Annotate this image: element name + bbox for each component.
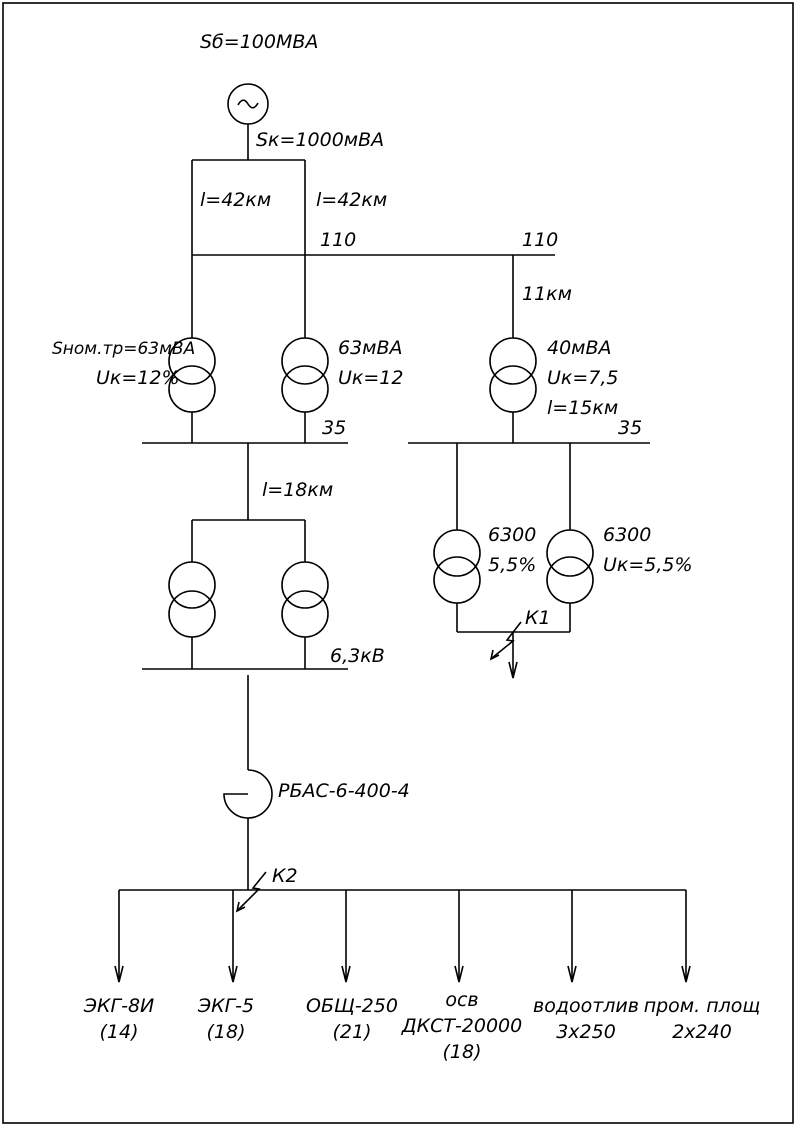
line-length-left: l=42км [200, 189, 271, 211]
bus-110-label-left: 110 [320, 229, 356, 251]
t6300-left-power: 6300 [488, 524, 536, 546]
transformer-6300-left [433, 529, 481, 604]
branch-line-length: 11км [522, 283, 572, 305]
t2-power-label: 63мВА [338, 337, 403, 359]
svg-text:ЭКГ-5: ЭКГ-5 [197, 995, 254, 1017]
transformer-t3 [489, 337, 537, 413]
t1-uk-label: Uк=12% [96, 367, 180, 389]
line-35-length: l=18км [262, 479, 333, 501]
base-power-label: Sб=100МВА [200, 31, 318, 53]
t6300-right-uk: Uк=5,5% [603, 554, 693, 576]
reactor-symbol [223, 769, 273, 819]
output-arrow-k1 [508, 632, 518, 679]
fault-k1-label: К1 [525, 607, 551, 629]
svg-text:(14): (14) [99, 1021, 138, 1043]
svg-text:ЭКГ-8И: ЭКГ-8И [83, 995, 155, 1017]
feeder-label-6: пром. площ 2x240 [644, 995, 761, 1043]
line-110-loop [191, 159, 555, 256]
reactor-label: РБАС-6-400-4 [278, 780, 410, 802]
bus-35-left-label: 35 [322, 417, 346, 439]
fault-k2-label: К2 [272, 865, 298, 887]
feeder-label-2: ЭКГ-5 (18) [197, 995, 254, 1043]
svg-text:2x240: 2x240 [672, 1021, 732, 1043]
fault-k2-symbol [235, 871, 267, 913]
svg-text:3x250: 3x250 [556, 1021, 616, 1043]
feeder-arrow-1 [114, 890, 124, 983]
svg-text:(21): (21) [332, 1021, 371, 1043]
t1-power-label: Sном.тр=63мВА [52, 339, 195, 359]
svg-text:(18): (18) [206, 1021, 245, 1043]
bus-35-right-label: 35 [618, 417, 642, 439]
t2-uk-label: Uк=12 [338, 367, 403, 389]
bus-110-label-right: 110 [522, 229, 558, 251]
feeder-label-5: водоотлив 3x250 [533, 995, 639, 1043]
transformer-t4 [168, 561, 216, 638]
transformer-6300-right [546, 529, 594, 604]
feeder-label-3: ОБЩ-250 (21) [306, 995, 398, 1043]
svg-text:(18): (18) [442, 1041, 481, 1063]
transformer-t5 [281, 561, 329, 638]
feeder-arrow-4 [454, 890, 464, 983]
feeder-label-1: ЭКГ-8И (14) [83, 995, 155, 1043]
feeder-arrow-3 [341, 890, 351, 983]
transformer-t2 [281, 337, 329, 413]
feeder-arrow-5 [567, 890, 577, 983]
svg-text:водоотлив: водоотлив [533, 995, 639, 1017]
feeder-arrow-6 [681, 890, 691, 983]
feeder-label-4: осв ДКСТ-20000 (18) [401, 989, 523, 1063]
svg-text:ДКСТ-20000: ДКСТ-20000 [401, 1015, 523, 1037]
feeder-arrow-2 [228, 890, 238, 983]
t3-power-label: 40мВА [547, 337, 612, 359]
generator-symbol [227, 83, 269, 125]
t3-line-length: l=15км [547, 397, 618, 419]
t3-uk-label: Uк=7,5 [547, 367, 619, 389]
fault-k1-symbol [489, 621, 522, 661]
line-length-right: l=42км [316, 189, 387, 211]
bus-6kv-label: 6,3кВ [330, 645, 385, 667]
svg-text:ОБЩ-250: ОБЩ-250 [306, 995, 398, 1017]
short-circuit-power-label: Sк=1000мВА [256, 129, 384, 151]
t6300-right-power: 6300 [603, 524, 651, 546]
svg-text:пром. площ: пром. площ [644, 995, 761, 1017]
svg-text:осв: осв [445, 989, 478, 1011]
t6300-left-uk: 5,5% [488, 554, 536, 576]
